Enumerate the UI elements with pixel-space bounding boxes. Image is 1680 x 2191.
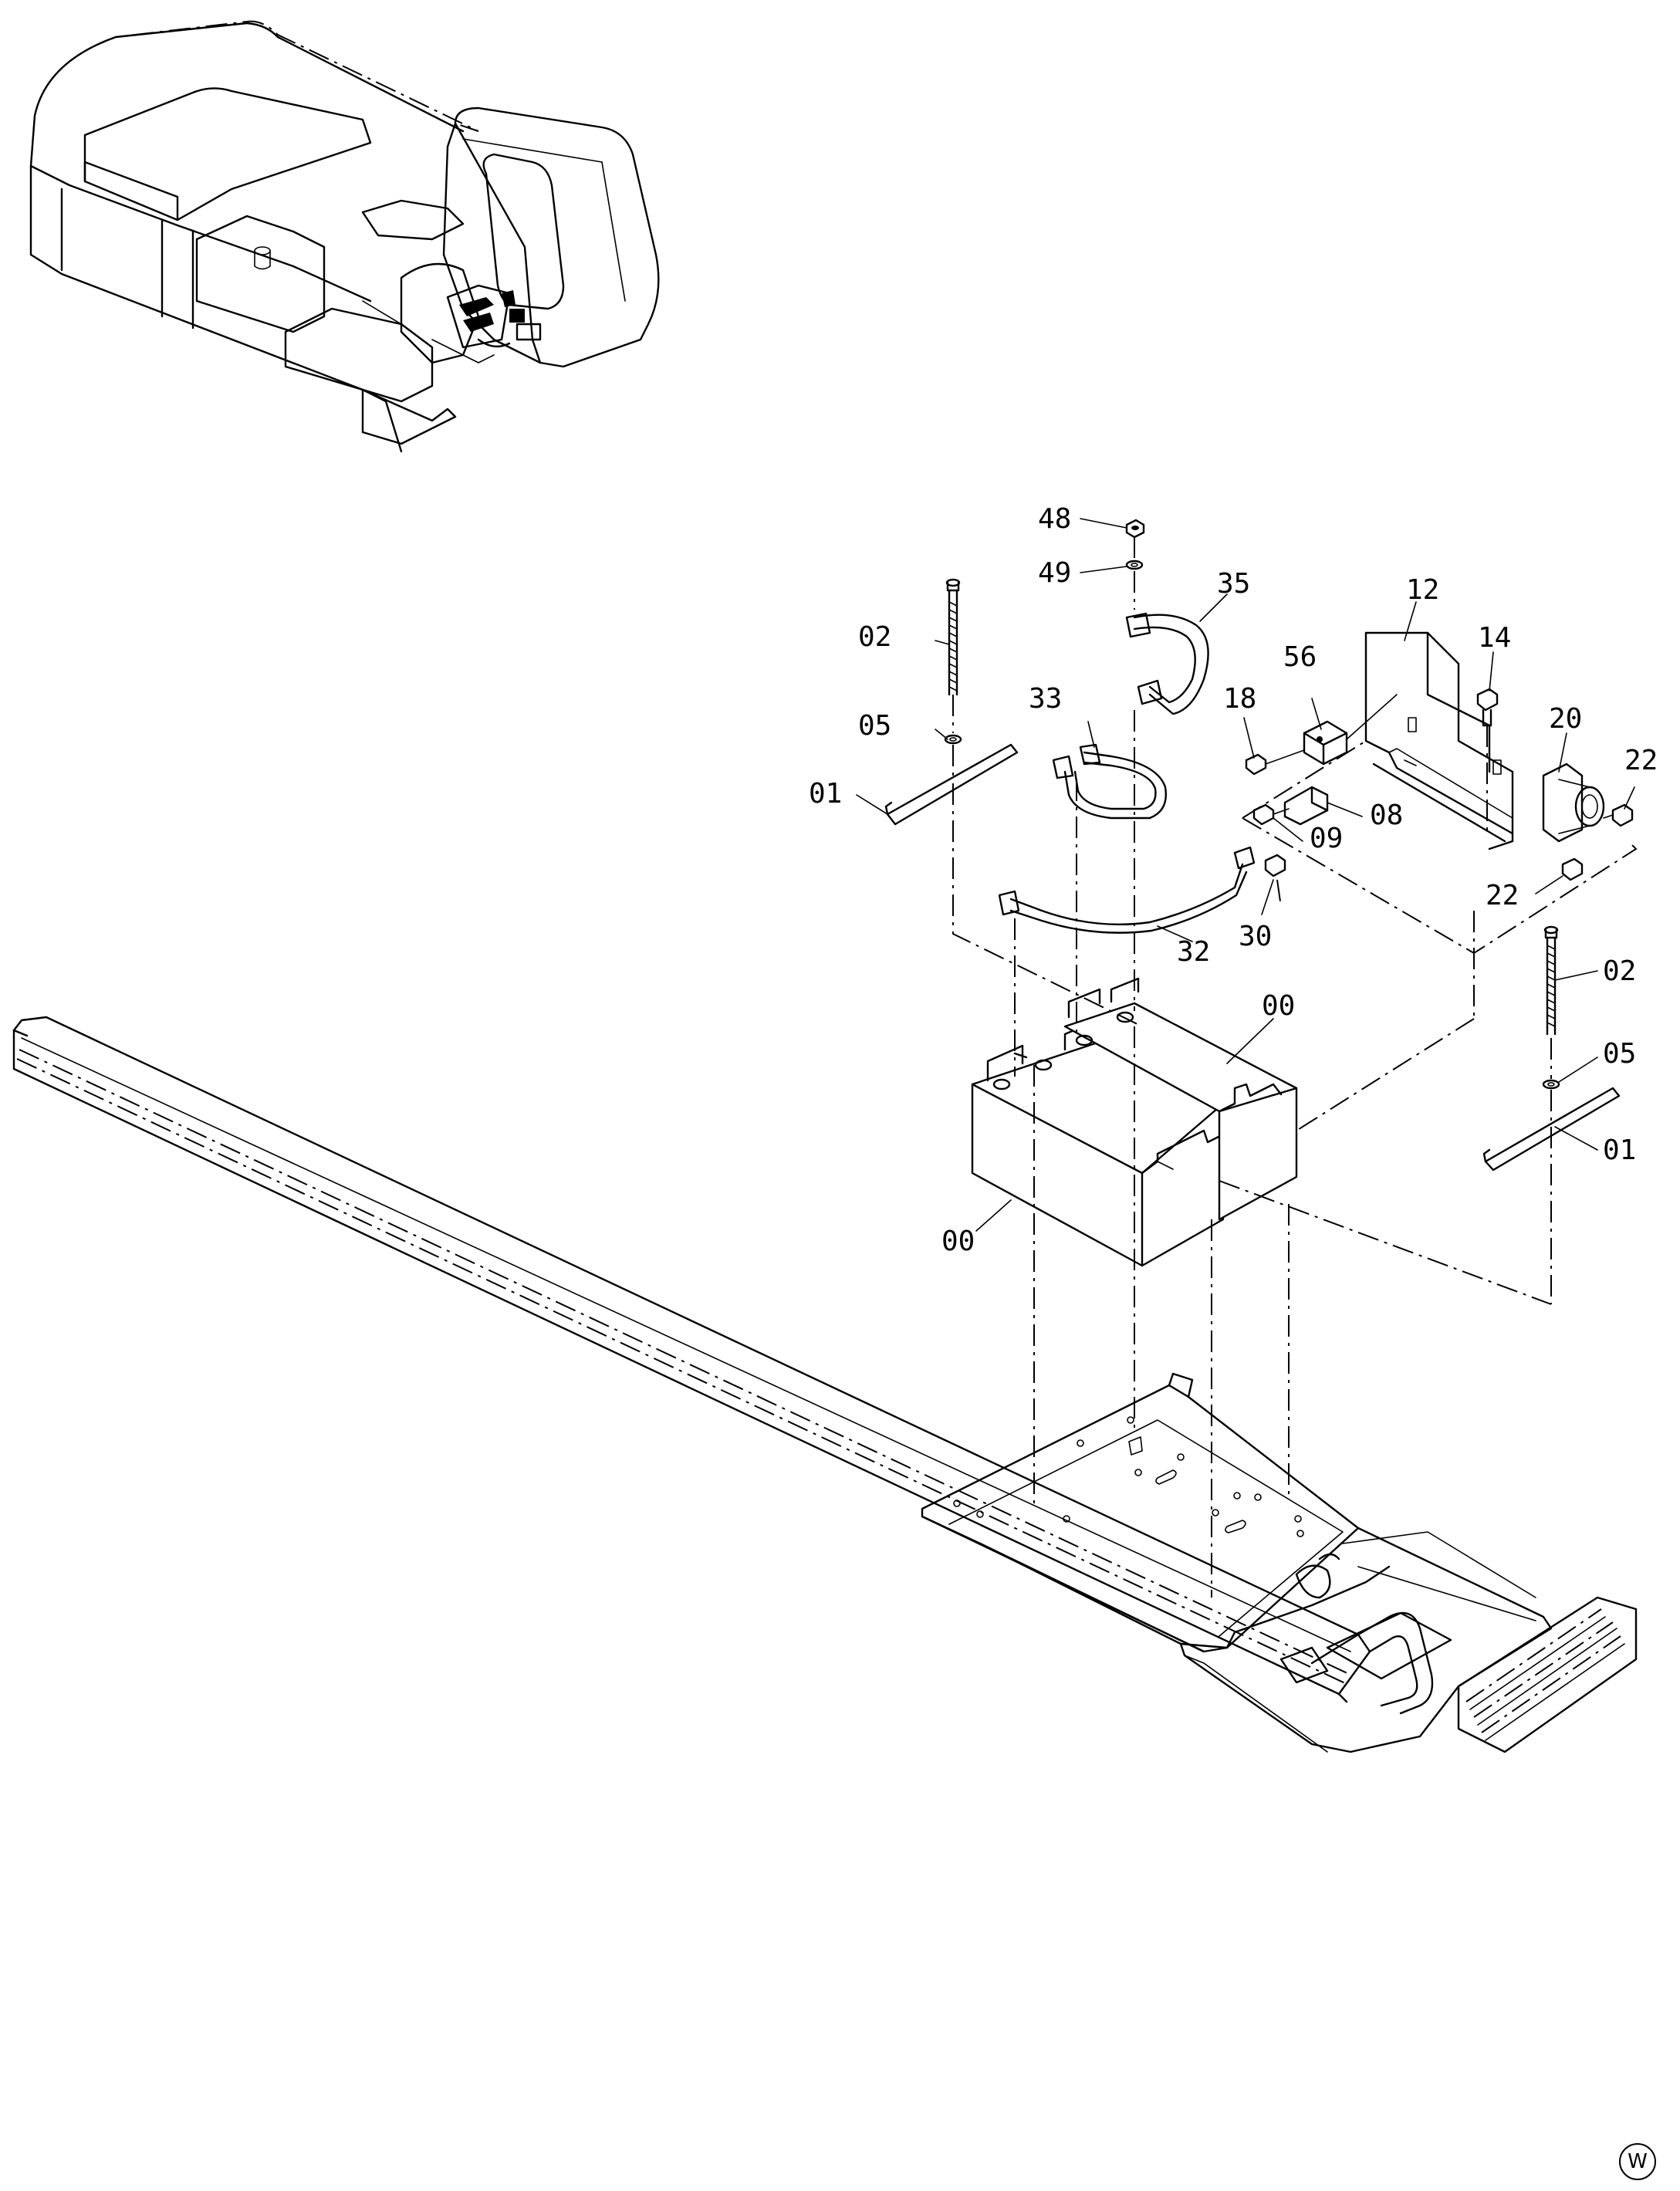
nut-48: [1125, 519, 1145, 539]
battery-rear: [1063, 977, 1298, 1221]
part-label-56: 56: [1283, 641, 1317, 673]
hold-down-right: [1482, 925, 1621, 1304]
bracket-08: [1283, 786, 1329, 826]
washer-49: [1125, 560, 1144, 570]
bolt-22-upper: [1603, 803, 1634, 827]
part-label-02-right: 02: [1603, 955, 1636, 987]
bolt-18: [1245, 749, 1305, 776]
frame-rail: [12, 1016, 1434, 1715]
bolt-30: [1264, 854, 1286, 877]
phantom-lines: [952, 536, 1638, 1598]
part-label-00-lower: 00: [941, 1226, 975, 1257]
bolt-22-lower: [1561, 857, 1584, 881]
machine-overview-illustration: [29, 20, 660, 453]
part-label-09: 09: [1310, 823, 1343, 854]
part-label-12: 12: [1406, 574, 1439, 606]
cable-33: [1052, 743, 1167, 820]
part-label-05-right: 05: [1603, 1038, 1636, 1070]
part-label-49: 49: [1038, 557, 1071, 589]
cable-35: [1125, 612, 1209, 715]
part-labels: 48 49 35 12 14 56 02 33 18 20 05 22 01 0…: [809, 503, 1658, 1257]
part-label-30: 30: [1239, 921, 1272, 952]
part-label-00-upper: 00: [1262, 990, 1295, 1022]
part-label-01-right: 01: [1603, 1134, 1636, 1166]
part-label-14: 14: [1478, 622, 1511, 654]
part-label-02-left: 02: [858, 621, 891, 653]
part-label-18: 18: [1223, 683, 1256, 715]
part-label-35: 35: [1217, 568, 1250, 600]
part-label-08: 08: [1370, 800, 1403, 831]
part-label-01-left: 01: [809, 778, 842, 810]
cable-32: [998, 846, 1256, 934]
part-label-20: 20: [1549, 703, 1582, 735]
relay-56: [1303, 694, 1398, 766]
leader-lines: [856, 518, 1635, 1232]
part-label-22-lower: 22: [1486, 880, 1519, 911]
part-label-22-upper: 22: [1624, 745, 1658, 776]
part-label-48: 48: [1038, 503, 1071, 535]
corner-mark: W: [1619, 2143, 1656, 2180]
part-label-33: 33: [1029, 683, 1062, 715]
part-label-05-left: 05: [858, 710, 891, 742]
battery-front: [971, 1021, 1225, 1267]
hold-down-left: [884, 578, 1019, 826]
part-label-32: 32: [1177, 936, 1210, 968]
battery-base-deck: [921, 1372, 1638, 1753]
solenoid-20: [1542, 762, 1605, 843]
